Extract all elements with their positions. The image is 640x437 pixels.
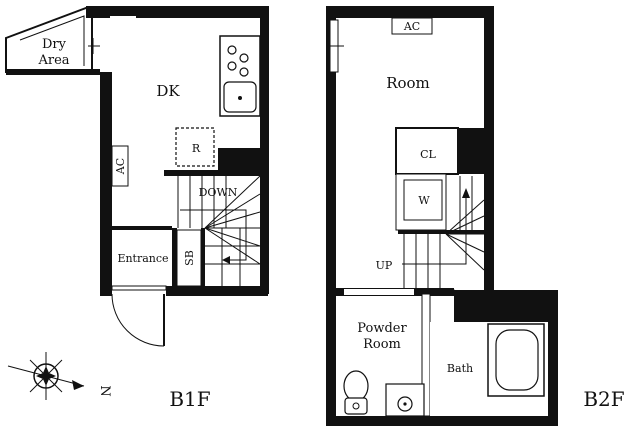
shoe-box-label: SB <box>183 250 196 266</box>
b2f-window <box>329 19 344 73</box>
b1f-air-conditioner: AC <box>111 145 129 187</box>
powder-room: Powder Room <box>343 321 425 417</box>
entrance-door <box>111 293 165 347</box>
dry-area-label-1: Dry <box>42 37 67 52</box>
refrigerator: R <box>175 127 215 167</box>
b2f-plan: AC Room CL W UP <box>326 6 558 426</box>
room-label: Room <box>386 74 430 92</box>
washer: W <box>403 179 443 221</box>
powder-room-label-1: Powder <box>357 321 407 336</box>
b2f-floor-label: B2F <box>583 387 624 411</box>
b1f-stairs-label: DOWN <box>199 186 238 199</box>
closet-label: CL <box>420 148 436 161</box>
bath-label: Bath <box>447 362 473 375</box>
compass-north-label: N <box>97 385 112 396</box>
stove-icon <box>227 45 249 77</box>
bathtub-icon <box>487 323 545 397</box>
b1f-ac-label: AC <box>114 158 127 175</box>
closet: CL <box>420 148 436 161</box>
shoe-box: SB <box>176 229 202 287</box>
kitchen-counter <box>219 35 261 117</box>
powder-room-label-2: Room <box>363 337 401 352</box>
dry-area-label-2: Area <box>37 53 69 68</box>
sink-icon <box>223 81 257 113</box>
wash-basin-icon <box>385 383 425 417</box>
b2f-ac-label: AC <box>403 20 420 33</box>
entrance-label: Entrance <box>117 252 168 265</box>
toilet-icon <box>343 370 369 415</box>
b2f-stairs-label: UP <box>376 259 393 272</box>
b1f-floor-label: B1F <box>169 387 210 411</box>
bath: Bath <box>430 322 548 416</box>
compass-icon: N <box>7 352 112 400</box>
refrigerator-label: R <box>192 142 201 155</box>
entrance: Entrance <box>117 252 168 265</box>
washer-label: W <box>418 194 430 207</box>
dry-area: Dry Area <box>5 7 100 75</box>
b1f-walls <box>86 6 269 296</box>
b1f-stairs: DOWN <box>177 175 261 286</box>
b2f-stairs: UP <box>376 176 485 288</box>
b2f-air-conditioner: AC <box>391 17 433 35</box>
b1f-plan: Dry Area <box>5 6 269 347</box>
dk-label: DK <box>156 82 180 100</box>
